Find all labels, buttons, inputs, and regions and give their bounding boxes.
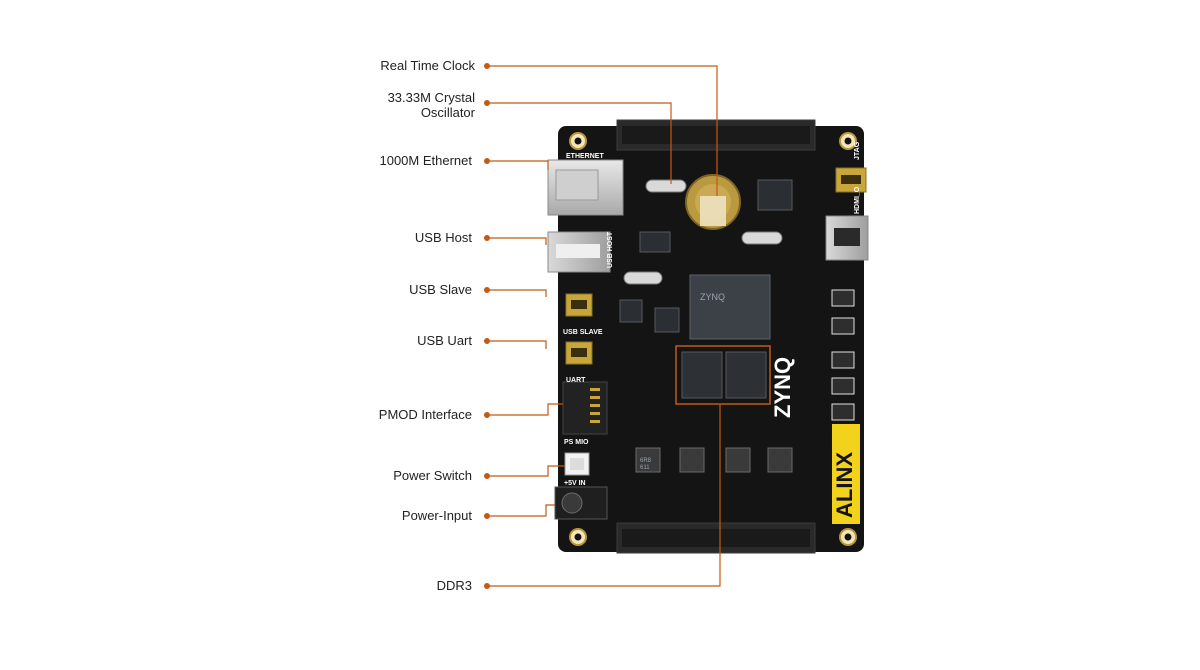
power-switch-part	[564, 452, 590, 476]
zynq-silk-logo: ZYNQ	[770, 357, 795, 418]
hdmi-port	[825, 215, 869, 261]
callout-pmod-dot	[484, 412, 490, 418]
callout-ddr3-text: DDR3	[436, 578, 472, 593]
silk-hdmi: HDMI_O	[854, 186, 861, 214]
zynq-soc-chip: ZYNQ	[689, 274, 771, 340]
callout-pmod: PMOD Interface	[379, 407, 472, 422]
callout-crystal-line1: 33.33M Crystal	[387, 90, 475, 105]
leader-ddr3	[490, 404, 721, 587]
callout-real-time-clock: Real Time Clock	[380, 58, 475, 73]
leader-ethernet	[490, 160, 549, 170]
leader-usb-uart	[490, 340, 547, 349]
callout-power-input-text: Power-Input	[401, 508, 472, 523]
rtc-battery	[685, 174, 741, 230]
inductor-marking: 6R8	[640, 458, 652, 464]
alinx-brand-text: ALINX	[832, 452, 857, 518]
usb-slave-port	[565, 293, 593, 317]
callout-pmod-text: PMOD Interface	[378, 407, 472, 422]
callout-ethernet-text: 1000M Ethernet	[379, 153, 472, 168]
callout-ethernet: 1000M Ethernet	[379, 153, 472, 168]
leader-power-switch	[490, 465, 565, 477]
usb-host-port	[547, 231, 611, 273]
bottom-expansion-header	[616, 522, 816, 554]
push-buttons	[831, 289, 855, 421]
silk-ethernet: ETHERNET	[566, 153, 604, 160]
leader-power-input	[490, 504, 555, 517]
leader-rtc	[490, 65, 718, 196]
leader-crystal	[490, 102, 672, 184]
callout-ddr3-dot	[484, 583, 490, 589]
top-expansion-header	[616, 119, 816, 151]
ethernet-jack	[547, 159, 624, 216]
callout-usb-slave: USB Slave	[409, 282, 472, 297]
leader-pmod	[490, 403, 563, 416]
mounting-holes	[569, 132, 857, 546]
callout-power-switch-text: Power Switch	[393, 468, 472, 483]
callout-ddr3: DDR3	[437, 578, 472, 593]
callout-usb-slave-dot	[484, 287, 490, 293]
inductor-code: 611	[640, 465, 650, 471]
callout-power-switch: Power Switch	[393, 468, 472, 483]
callout-power-input-dot	[484, 513, 490, 519]
jtag-port	[835, 167, 867, 193]
callout-power-switch-dot	[484, 473, 490, 479]
callout-usb-uart: USB Uart	[417, 333, 472, 348]
silk-jtag: JTAG	[854, 141, 861, 160]
silk-usb-host: USB HOST	[607, 231, 614, 268]
crystal-oscillators	[623, 179, 783, 285]
silk-power-in: +5V IN	[564, 480, 586, 487]
ddr3-highlight	[675, 345, 771, 405]
soc-label-text: ZYNQ	[700, 292, 725, 302]
callout-real-time-clock-dot	[484, 63, 490, 69]
power-input-jack	[554, 486, 608, 520]
support-chips	[619, 179, 793, 333]
silk-usb-slave: USB SLAVE	[563, 329, 603, 336]
callout-usb-host-text: USB Host	[414, 230, 472, 245]
leader-usb-slave	[490, 289, 547, 297]
callout-power-input: Power-Input	[402, 508, 472, 523]
alinx-brand: ALINX	[832, 424, 860, 524]
usb-uart-port	[565, 341, 593, 365]
callout-usb-uart-dot	[484, 338, 490, 344]
callout-usb-uart-text: USB Uart	[417, 333, 472, 348]
ddr3-chips	[681, 351, 767, 399]
leader-usb-host	[490, 237, 547, 245]
callout-usb-host-dot	[484, 235, 490, 241]
callout-real-time-clock-text: Real Time Clock	[380, 58, 475, 73]
callout-crystal-dot	[484, 100, 490, 106]
callout-ethernet-dot	[484, 158, 490, 164]
callout-usb-slave-text: USB Slave	[409, 282, 472, 297]
callout-crystal-oscillator: 33.33M Crystal Oscillator	[388, 90, 475, 120]
silk-uart: UART	[566, 377, 586, 384]
power-inductors: 6R8 611	[635, 447, 793, 473]
callout-crystal-line2: Oscillator	[420, 105, 475, 120]
silk-ps-mio: PS MIO	[564, 439, 589, 446]
callout-usb-host: USB Host	[415, 230, 472, 245]
leader-lines	[490, 65, 721, 587]
pmod-header	[562, 381, 608, 435]
